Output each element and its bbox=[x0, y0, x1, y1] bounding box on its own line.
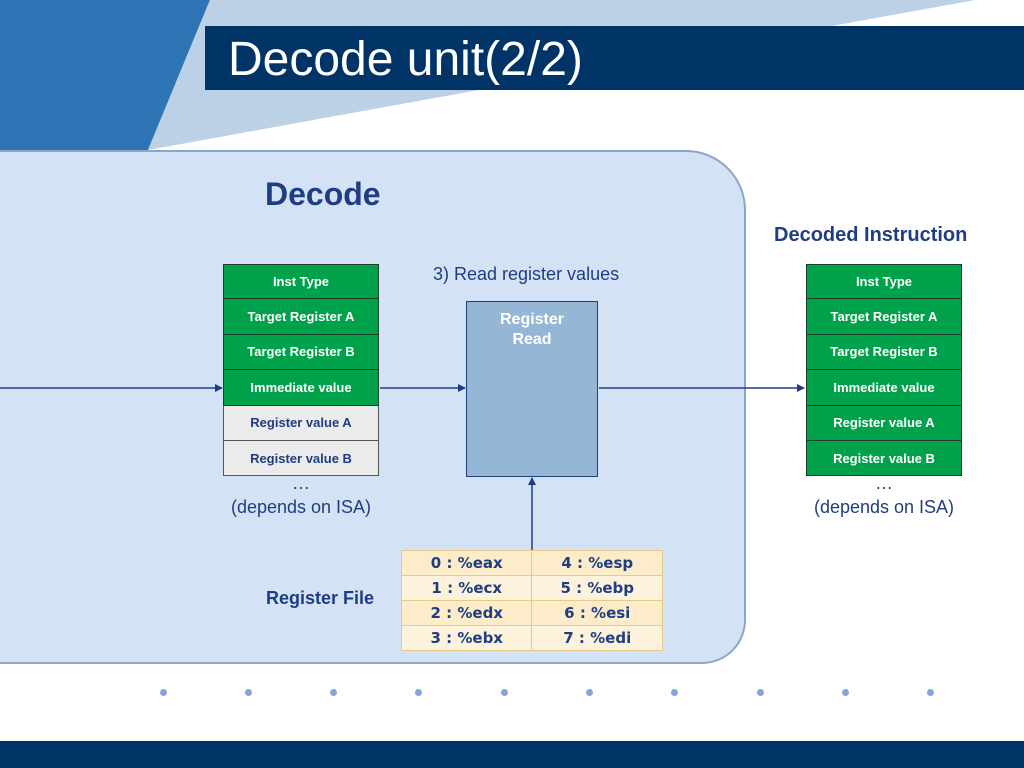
register-read-label-line2: Read bbox=[512, 331, 552, 348]
footer-dot bbox=[330, 689, 337, 696]
footer-bar bbox=[0, 741, 1024, 768]
title-bar bbox=[205, 26, 1024, 90]
input-instruction-fields: Inst Type Target Register A Target Regis… bbox=[223, 264, 379, 477]
input-field-inst-type: Inst Type bbox=[223, 264, 379, 300]
register-cell: 3 : %ebx bbox=[400, 625, 533, 651]
output-field-inst-type: Inst Type bbox=[806, 264, 962, 300]
input-depends-note: (depends on ISA) bbox=[230, 497, 372, 517]
register-cell: 0 : %eax bbox=[400, 550, 533, 576]
decoded-instruction-fields: Inst Type Target Register A Target Regis… bbox=[806, 264, 962, 477]
input-field-target-register-b: Target Register B bbox=[223, 334, 379, 371]
footer-dot bbox=[842, 689, 849, 696]
footer-dot bbox=[245, 689, 252, 696]
footer-dot bbox=[586, 689, 593, 696]
register-cell: 4 : %esp bbox=[531, 550, 663, 576]
footer-dot bbox=[671, 689, 678, 696]
register-cell: 2 : %edx bbox=[400, 600, 533, 626]
output-field-register-value-b: Register value B bbox=[806, 440, 962, 477]
register-read-block: Register Read bbox=[466, 301, 598, 477]
register-cell: 6 : %esi bbox=[531, 600, 663, 626]
input-field-register-value-a: Register value A bbox=[223, 405, 379, 441]
input-field-target-register-a: Target Register A bbox=[223, 299, 379, 335]
register-cell: 1 : %ecx bbox=[400, 575, 533, 601]
footer-dot bbox=[757, 689, 764, 696]
input-field-register-value-b: Register value B bbox=[223, 440, 379, 477]
footer-dot bbox=[415, 689, 422, 696]
register-file-row: 3 : %ebx 7 : %edi bbox=[400, 625, 663, 651]
output-field-immediate-value: Immediate value bbox=[806, 370, 962, 406]
register-file-row: 1 : %ecx 5 : %ebp bbox=[400, 575, 663, 601]
register-read-label-line1: Register bbox=[499, 311, 565, 328]
footer-dot bbox=[927, 689, 934, 696]
input-ellipsis: … bbox=[292, 473, 310, 493]
footer-dot bbox=[501, 689, 508, 696]
register-file-row: 0 : %eax 4 : %esp bbox=[400, 550, 663, 576]
decode-heading: Decode bbox=[265, 176, 381, 212]
register-cell: 5 : %ebp bbox=[531, 575, 663, 601]
output-field-register-value-a: Register value A bbox=[806, 405, 962, 441]
output-field-target-register-b: Target Register B bbox=[806, 334, 962, 371]
register-file-heading: Register File bbox=[266, 588, 375, 608]
read-register-caption: 3) Read register values bbox=[433, 264, 620, 284]
footer-dot bbox=[160, 689, 167, 696]
decoded-instruction-heading: Decoded Instruction bbox=[774, 224, 968, 246]
slide-title: Decode unit(2/2) bbox=[228, 33, 583, 86]
output-depends-note: (depends on ISA) bbox=[813, 497, 955, 517]
register-cell: 7 : %edi bbox=[531, 625, 663, 651]
input-field-immediate-value: Immediate value bbox=[223, 370, 379, 406]
register-file-row: 2 : %edx 6 : %esi bbox=[400, 600, 663, 626]
register-file-table: 0 : %eax 4 : %esp 1 : %ecx 5 : %ebp 2 : … bbox=[400, 550, 663, 651]
output-ellipsis: … bbox=[875, 473, 893, 493]
output-field-target-register-a: Target Register A bbox=[806, 299, 962, 335]
